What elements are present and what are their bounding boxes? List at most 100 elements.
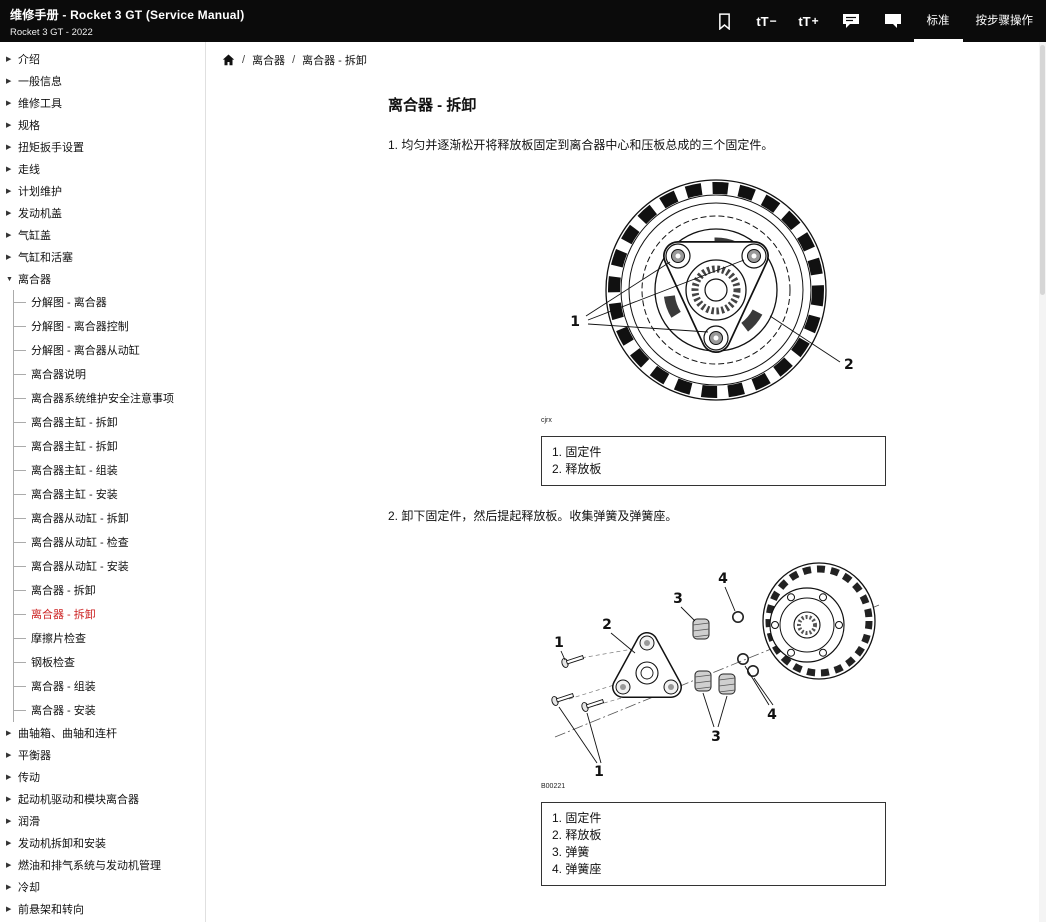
sidebar-item-fuel-exhaust-management[interactable]: ▶燃油和排气系统与发动机管理: [6, 860, 161, 872]
app-header: 维修手册 - Rocket 3 GT (Service Manual) Rock…: [0, 0, 1046, 42]
sidebar-item-cylinders-pistons[interactable]: ▶气缸和活塞: [6, 252, 73, 264]
chevron-right-icon: ▶: [6, 862, 12, 869]
figure-2-legend: 1. 固定件 2. 释放板 3. 弹簧 4. 弹簧座: [541, 802, 886, 886]
font-decrease-button[interactable]: tT−: [756, 13, 777, 29]
breadcrumb-clutch[interactable]: 离合器: [252, 55, 286, 67]
sidebar-item-engine-removal-installation[interactable]: ▶发动机拆卸和安装: [6, 838, 106, 850]
sidebar-item-slave-cylinder-removal[interactable]: 离合器从动缸 - 拆卸: [14, 506, 203, 530]
legend-item: 1. 固定件: [552, 811, 602, 825]
tab-standard[interactable]: 标准: [913, 0, 963, 42]
notes-button[interactable]: [872, 0, 914, 42]
chevron-right-icon: ▶: [6, 166, 12, 173]
app-title: 维修手册 - Rocket 3 GT (Service Manual): [10, 8, 245, 22]
chevron-right-icon: ▶: [6, 144, 12, 151]
bookmark-button[interactable]: [704, 0, 746, 42]
figure-code: B00221: [541, 783, 566, 790]
sidebar-item-torque-wrench-settings[interactable]: ▶扭矩扳手设置: [6, 142, 84, 154]
article: 离合器 - 拆卸 1. 均匀并逐渐松开将释放板固定到离合器中心和压板总成的三个固…: [388, 94, 888, 886]
breadcrumb: / 离合器 / 离合器 - 拆卸: [222, 52, 1039, 68]
callout-3: 3: [673, 591, 683, 607]
chevron-right-icon: ▶: [6, 254, 12, 261]
scrollbar-thumb[interactable]: [1040, 45, 1045, 295]
sidebar-item-balancer[interactable]: ▶平衡器: [6, 750, 51, 762]
legend-item: 1. 固定件: [552, 445, 602, 459]
tab-step-by-step-label: 按步骤操作: [975, 14, 1034, 27]
sidebar-item-general-information[interactable]: ▶一般信息: [6, 76, 62, 88]
sidebar-item-clutch-description[interactable]: 离合器说明: [14, 362, 203, 386]
legend-item: 3. 弹簧: [552, 845, 590, 859]
sidebar-item-clutch-installation[interactable]: 离合器 - 安装: [14, 698, 203, 722]
home-icon[interactable]: [222, 54, 235, 66]
chevron-right-icon: ▶: [6, 232, 12, 239]
figure-clutch-assembly: 1 2 cjrx: [541, 170, 886, 424]
clutch-exploded-drawing: 1 1 2 3 3 4 4: [551, 562, 880, 780]
sidebar-item-steel-plate-inspection[interactable]: 钢板检查: [14, 650, 203, 674]
content-area: / 离合器 / 离合器 - 拆卸 离合器 - 拆卸 1. 均匀并逐渐松开将释放板…: [206, 42, 1039, 922]
chevron-right-icon: ▶: [6, 100, 12, 107]
chevron-right-icon: ▶: [6, 730, 12, 737]
chevron-right-icon: ▶: [6, 774, 12, 781]
callout-2: 2: [602, 617, 612, 633]
comment-button[interactable]: [830, 0, 872, 42]
step-2-text: 2. 卸下固定件，然后提起释放板。收集弹簧及弹簧座。: [388, 509, 678, 523]
sidebar-item-clutch-assembly[interactable]: 离合器 - 组装: [14, 674, 203, 698]
sidebar-item-clutch-removal[interactable]: 离合器 - 拆卸: [14, 578, 203, 602]
header-titles: 维修手册 - Rocket 3 GT (Service Manual) Rock…: [0, 0, 244, 42]
sidebar-item-cable-routing[interactable]: ▶走线: [6, 164, 40, 176]
sidebar-item-lubrication[interactable]: ▶润滑: [6, 816, 40, 828]
sidebar-item-engine-covers[interactable]: ▶发动机盖: [6, 208, 62, 220]
header-toolbar: tT− tT+ 标准 按步骤操作: [704, 0, 1046, 42]
sidebar-item-clutch-safety-precautions[interactable]: 离合器系统维护安全注意事项: [14, 386, 203, 410]
sidebar-item-exploded-clutch[interactable]: 分解图 - 离合器: [14, 290, 203, 314]
sidebar-nav: ▶介绍 ▶一般信息 ▶维修工具 ▶规格 ▶扭矩扳手设置 ▶走线 ▶计划维护 ▶发…: [0, 42, 206, 922]
callout-1: 1: [594, 764, 604, 780]
sidebar-item-slave-cylinder-inspection[interactable]: 离合器从动缸 - 检查: [14, 530, 203, 554]
sidebar-item-starter-drive[interactable]: ▶起动机驱动和模块离合器: [6, 794, 139, 806]
sidebar-item-front-suspension-steering[interactable]: ▶前悬架和转向: [6, 904, 84, 916]
sidebar-item-transmission[interactable]: ▶传动: [6, 772, 40, 784]
chevron-right-icon: ▶: [6, 906, 12, 913]
breadcrumb-separator: /: [242, 54, 246, 66]
sidebar-item-exploded-slave-cylinder[interactable]: 分解图 - 离合器从动缸: [14, 338, 203, 362]
page-title: 离合器 - 拆卸: [388, 97, 477, 114]
callout-2: 2: [844, 357, 854, 373]
sidebar-item-master-cylinder-removal[interactable]: 离合器主缸 - 拆卸: [14, 410, 203, 434]
chevron-right-icon: ▶: [6, 210, 12, 217]
sidebar-item-specifications[interactable]: ▶规格: [6, 120, 40, 132]
sidebar-item-cylinder-head[interactable]: ▶气缸盖: [6, 230, 51, 242]
sidebar-item-service-tools[interactable]: ▶维修工具: [6, 98, 62, 110]
tab-standard-label: 标准: [926, 14, 950, 27]
figure-code: cjrx: [541, 417, 552, 424]
sidebar-item-introduction[interactable]: ▶介绍: [6, 54, 40, 66]
sidebar-item-master-cylinder-assembly[interactable]: 离合器主缸 - 组装: [14, 458, 203, 482]
vertical-scrollbar[interactable]: [1039, 42, 1046, 922]
sidebar-item-scheduled-maintenance[interactable]: ▶计划维护: [6, 186, 62, 198]
notes-icon: [884, 14, 901, 28]
callout-1: 1: [554, 635, 564, 651]
app-subtitle: Rocket 3 GT - 2022: [10, 27, 93, 38]
sidebar-item-cooling[interactable]: ▶冷却: [6, 882, 40, 894]
sidebar-item-crankcase-crankshaft[interactable]: ▶曲轴箱、曲轴和连杆: [6, 728, 117, 740]
font-increase-button[interactable]: tT+: [798, 13, 819, 29]
sidebar-item-exploded-clutch-control[interactable]: 分解图 - 离合器控制: [14, 314, 203, 338]
chevron-right-icon: ▶: [6, 188, 12, 195]
chevron-right-icon: ▶: [6, 56, 12, 63]
legend-item: 2. 释放板: [552, 828, 602, 842]
sidebar-item-clutch-removal-active[interactable]: 离合器 - 拆卸: [14, 602, 203, 626]
chevron-right-icon: ▶: [6, 884, 12, 891]
sidebar-item-friction-plate-inspection[interactable]: 摩擦片检查: [14, 626, 203, 650]
sidebar-item-slave-cylinder-installation[interactable]: 离合器从动缸 - 安装: [14, 554, 203, 578]
sidebar-item-master-cylinder-removal-2[interactable]: 离合器主缸 - 拆卸: [14, 434, 203, 458]
callout-1: 1: [570, 314, 580, 330]
chevron-right-icon: ▶: [6, 840, 12, 847]
chevron-right-icon: ▶: [6, 122, 12, 129]
sidebar-item-clutch[interactable]: ▼离合器: [6, 274, 51, 286]
callout-3: 3: [711, 729, 721, 745]
font-increase-icon: tT: [798, 13, 811, 29]
legend-item: 2. 释放板: [552, 462, 602, 476]
chevron-down-icon: ▼: [6, 275, 13, 283]
sidebar-item-master-cylinder-installation[interactable]: 离合器主缸 - 安装: [14, 482, 203, 506]
chevron-right-icon: ▶: [6, 796, 12, 803]
tab-step-by-step[interactable]: 按步骤操作: [963, 0, 1046, 42]
callout-4: 4: [767, 707, 777, 723]
